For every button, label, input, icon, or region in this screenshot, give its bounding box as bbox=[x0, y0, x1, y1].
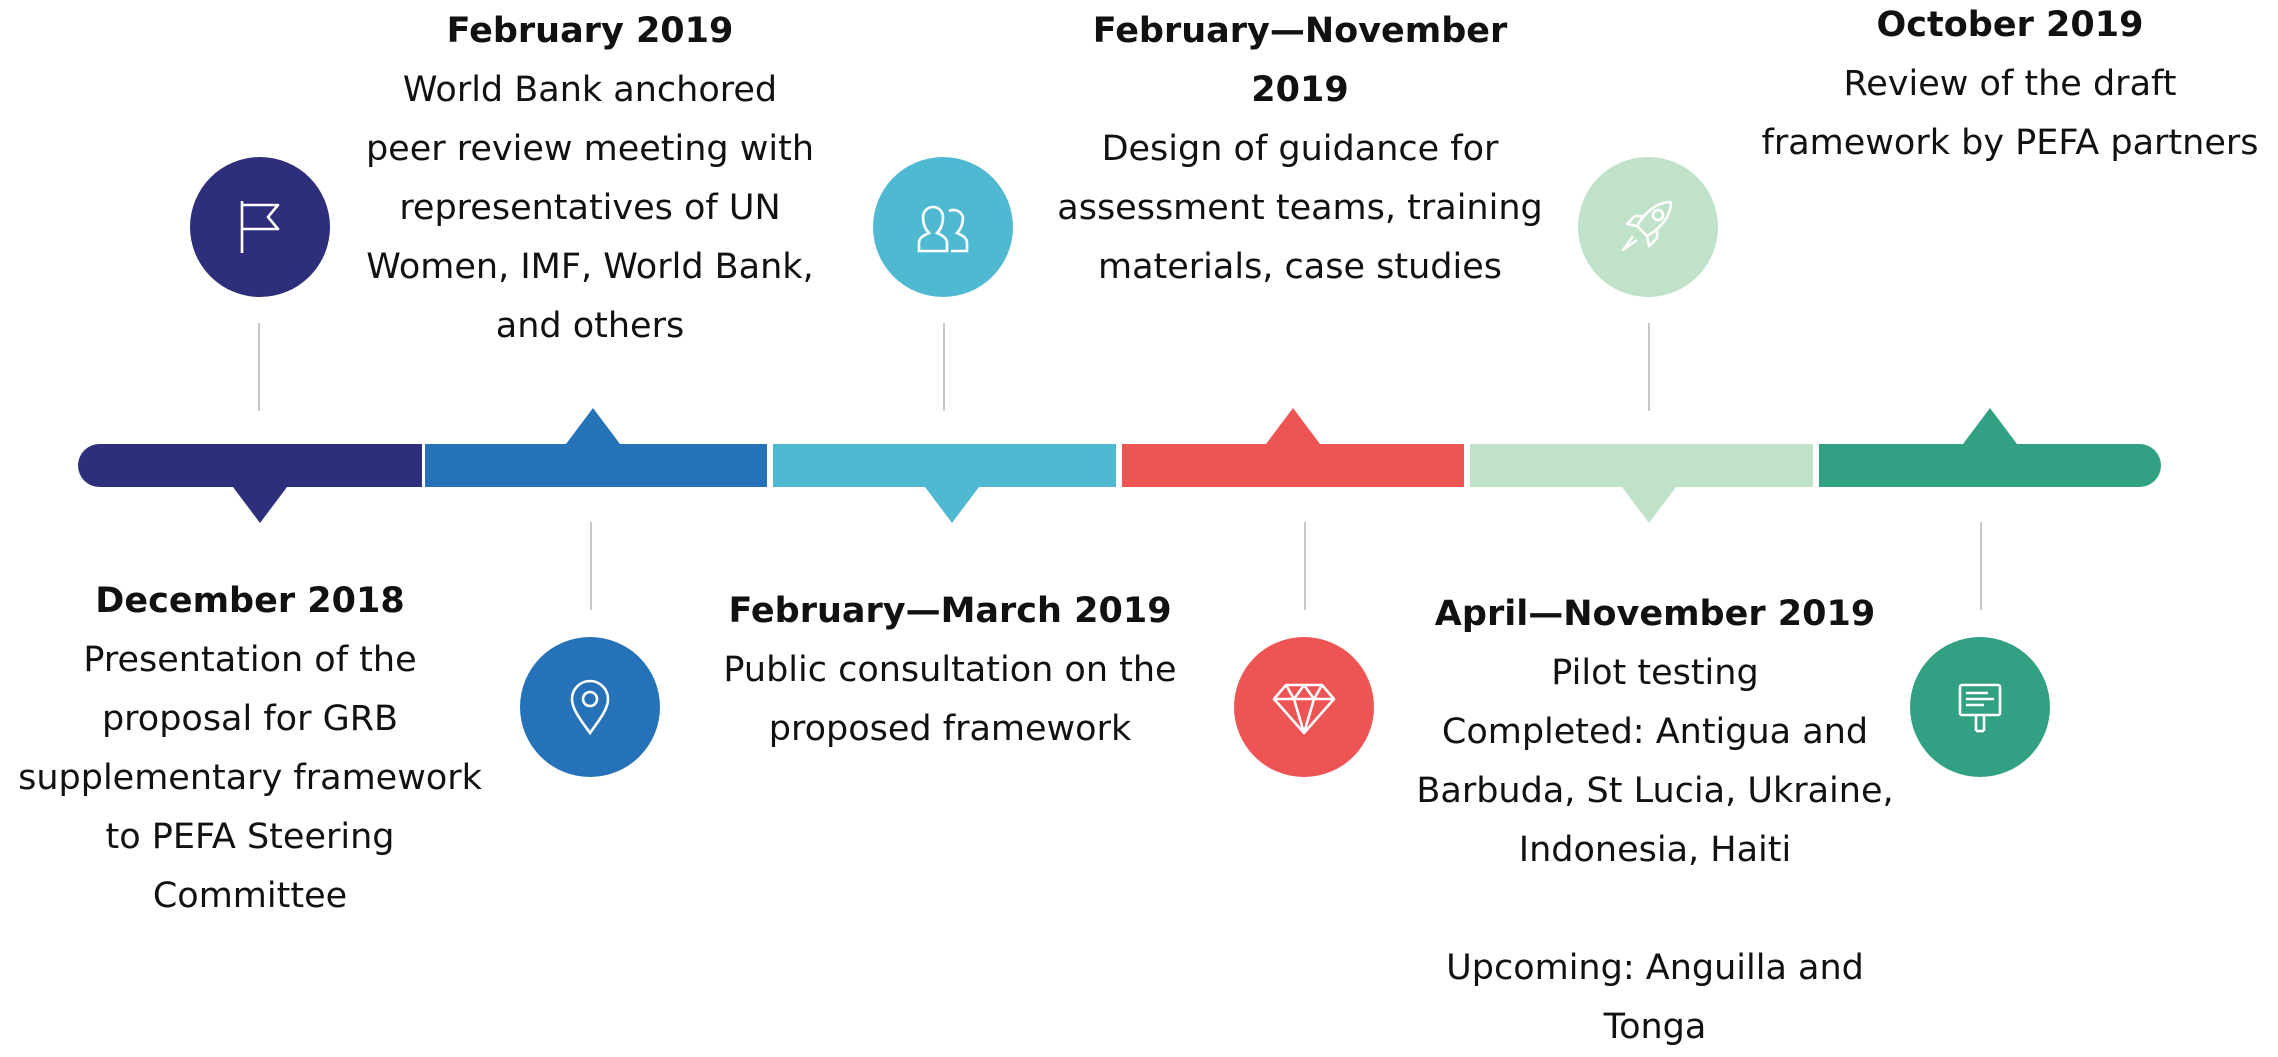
milestone-4-description: Design of guidance for assessment teams,… bbox=[1057, 129, 1543, 287]
timeline-pointer-6 bbox=[1963, 408, 2017, 444]
timeline-pointer-4 bbox=[1266, 408, 1320, 444]
timeline-segment-3 bbox=[773, 444, 1116, 487]
milestone-5-text: April—November 2019 Pilot testing Comple… bbox=[1395, 585, 1915, 1057]
milestone-2-text: February 2019 World Bank anchored peer r… bbox=[340, 2, 840, 356]
milestone-5-date: April—November 2019 bbox=[1434, 594, 1876, 634]
milestone-6-signboard-icon bbox=[1910, 637, 2050, 777]
milestone-3-text: February—March 2019 Public consultation … bbox=[700, 582, 1200, 759]
milestone-4-text: February—November 2019 Design of guidanc… bbox=[1030, 2, 1570, 297]
connector-line-4 bbox=[1304, 522, 1306, 610]
connector-line-6 bbox=[1980, 522, 1982, 610]
milestone-2-description: World Bank anchored peer review meeting … bbox=[365, 70, 815, 346]
milestone-3-date: February—March 2019 bbox=[728, 591, 1172, 631]
timeline-segment-6 bbox=[1819, 444, 2161, 487]
milestone-5-rocket-icon bbox=[1578, 157, 1718, 297]
timeline-segment-2 bbox=[425, 444, 767, 487]
milestone-2-location-pin-icon bbox=[520, 637, 660, 777]
milestone-1-text: December 2018 Presentation of the propos… bbox=[0, 572, 500, 926]
milestone-1-description: Presentation of the proposal for GRB sup… bbox=[18, 640, 482, 916]
timeline-pointer-5 bbox=[1622, 487, 1676, 523]
milestone-6-description: Review of the draft framework by PEFA pa… bbox=[1761, 64, 2259, 163]
timeline-pointer-2 bbox=[566, 408, 620, 444]
connector-line-3 bbox=[943, 323, 945, 411]
timeline-segment-1 bbox=[78, 444, 422, 487]
milestone-3-users-icon bbox=[873, 157, 1013, 297]
connector-line-1 bbox=[258, 323, 260, 411]
milestone-1-date: December 2018 bbox=[95, 581, 405, 621]
connector-line-2 bbox=[590, 522, 592, 610]
milestone-1-flag-icon bbox=[190, 157, 330, 297]
timeline-segment-4 bbox=[1122, 444, 1464, 487]
milestone-4-diamond-icon bbox=[1234, 637, 1374, 777]
timeline-pointer-3 bbox=[925, 487, 979, 523]
timeline-segment-5 bbox=[1470, 444, 1813, 487]
milestone-6-date: October 2019 bbox=[1876, 5, 2144, 45]
milestone-4-date: February—November 2019 bbox=[1092, 11, 1508, 110]
milestone-6-text: October 2019 Review of the draft framewo… bbox=[1750, 0, 2270, 173]
connector-line-5 bbox=[1648, 323, 1650, 411]
timeline-pointer-1 bbox=[233, 487, 287, 523]
milestone-5-description: Pilot testing Completed: Antigua and Bar… bbox=[1416, 653, 1894, 1047]
milestone-3-description: Public consultation on the proposed fram… bbox=[723, 650, 1177, 749]
milestone-2-date: February 2019 bbox=[446, 11, 734, 51]
